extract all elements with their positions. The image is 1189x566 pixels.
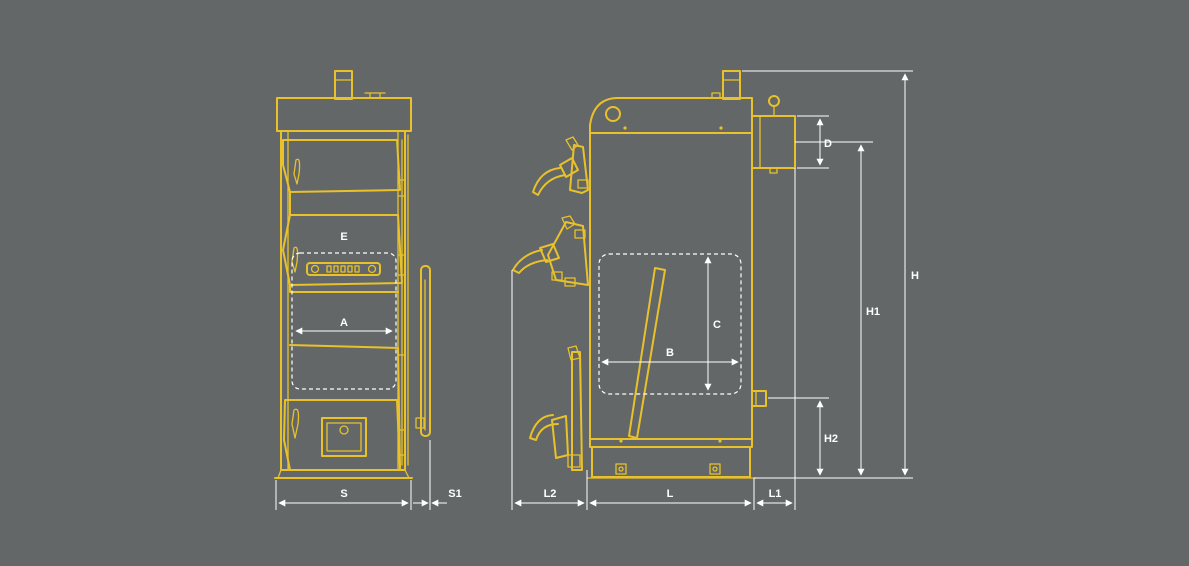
label-D: D xyxy=(824,138,832,150)
side-draft-regulator xyxy=(768,95,780,107)
side-flue-box xyxy=(751,115,796,169)
label-L: L xyxy=(667,488,674,500)
side-middle-door xyxy=(547,221,589,286)
label-C: C xyxy=(713,319,721,331)
label-E: E xyxy=(340,231,347,243)
side-middle-door-handle xyxy=(512,249,548,274)
front-top-cover xyxy=(276,97,412,132)
side-base xyxy=(591,446,751,478)
front-upper-door xyxy=(282,139,401,193)
side-return-pipe xyxy=(751,390,767,407)
front-body xyxy=(280,130,406,471)
label-H2: H2 xyxy=(824,433,838,445)
label-H1: H1 xyxy=(866,306,880,318)
side-top-cover xyxy=(589,97,753,134)
front-ash-door-window xyxy=(321,417,367,457)
front-grate-lever xyxy=(420,265,431,437)
front-middle-door-handle xyxy=(291,246,299,273)
side-upper-door xyxy=(569,144,589,194)
label-B: B xyxy=(666,347,674,359)
front-ash-door-handle xyxy=(291,408,300,439)
side-flue-pipe xyxy=(722,70,741,100)
label-H: H xyxy=(911,270,919,282)
side-thermometer xyxy=(605,106,621,122)
label-L1: L1 xyxy=(769,488,782,500)
side-upper-door-handle xyxy=(532,167,566,196)
side-poker-lever xyxy=(628,267,666,439)
side-chamber-outline xyxy=(598,253,742,395)
label-A: A xyxy=(340,317,348,329)
front-middle-door xyxy=(282,214,403,286)
side-view: B C D H2 H1 H L2 L xyxy=(511,70,919,510)
side-ash-door-handle xyxy=(529,414,559,441)
front-flue-pipe xyxy=(334,70,353,100)
front-air-regulator xyxy=(306,262,381,276)
front-view: A E S S1 xyxy=(274,70,462,510)
front-upper-door-handle xyxy=(293,158,301,185)
front-ash-door xyxy=(283,399,401,471)
side-body xyxy=(589,132,753,440)
side-ash-door xyxy=(571,351,583,471)
label-S: S xyxy=(340,488,347,500)
label-L2: L2 xyxy=(544,488,557,500)
front-chamber-outline xyxy=(291,252,397,390)
label-S1: S1 xyxy=(448,488,461,500)
